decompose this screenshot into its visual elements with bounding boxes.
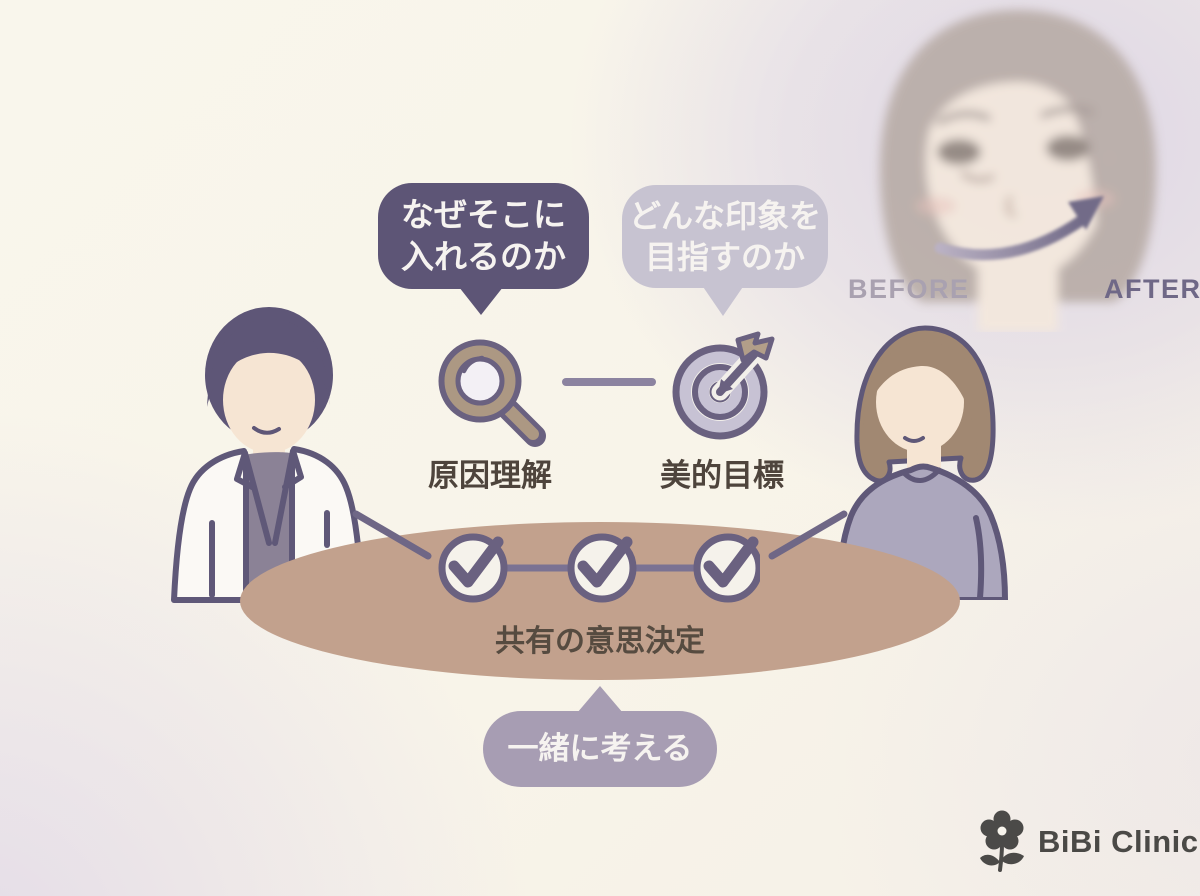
patient-hair-fringe xyxy=(863,341,987,462)
goal-step-label: 美的目標 xyxy=(660,458,784,493)
checklist-row xyxy=(438,533,760,603)
clinic-logo: BiBi Clinic xyxy=(978,810,1199,874)
nose xyxy=(1005,195,1017,218)
patient-arm-line xyxy=(973,515,985,600)
blush-left xyxy=(916,197,956,215)
blurred-face-illustration xyxy=(880,10,1156,332)
impression-bubble-pointer xyxy=(702,286,744,316)
doctor-mouth xyxy=(252,426,281,435)
improvement-arrow-icon xyxy=(934,196,1104,261)
eyebrow-left xyxy=(937,110,991,125)
table-label: 共有の意思決定 xyxy=(495,625,705,658)
eyebrow-right xyxy=(1040,106,1094,118)
step-connector-line xyxy=(562,378,656,386)
check-icon xyxy=(438,533,508,603)
eye-left xyxy=(937,139,981,165)
check-icon xyxy=(693,533,760,603)
magnifier-icon xyxy=(438,339,546,447)
patient-face xyxy=(876,352,964,452)
together-bubble-pointer xyxy=(577,686,623,713)
before-label: BEFORE xyxy=(848,274,970,304)
target-icon xyxy=(672,331,775,440)
patient-mouth xyxy=(903,436,925,443)
patient-neckline xyxy=(900,467,942,483)
check-icon xyxy=(567,533,637,603)
doctor-face xyxy=(223,347,315,453)
cause-step-label: 原因理解 xyxy=(428,458,552,493)
impression-question-bubble: どんな印象を 目指すのか xyxy=(622,185,828,288)
face xyxy=(926,44,1110,280)
eye-right xyxy=(1046,135,1090,161)
hair-fringe xyxy=(926,31,1110,178)
cause-question-bubble: なぜそこに 入れるのか xyxy=(378,183,589,289)
doctor-lapel-left xyxy=(234,450,272,546)
doctor-lapel-right xyxy=(272,448,304,546)
together-bubble: 一緒に考える xyxy=(483,711,717,787)
doctor-table-link-line xyxy=(352,510,432,560)
patient-table-link-line xyxy=(768,510,848,560)
flower-icon xyxy=(980,810,1024,872)
after-label: AFTER xyxy=(1104,274,1200,304)
cause-bubble-pointer xyxy=(458,287,504,315)
under-eye-line xyxy=(960,171,995,183)
clinic-logo-text: BiBi Clinic xyxy=(1038,824,1199,859)
doctor-hair-fringe xyxy=(207,319,331,407)
